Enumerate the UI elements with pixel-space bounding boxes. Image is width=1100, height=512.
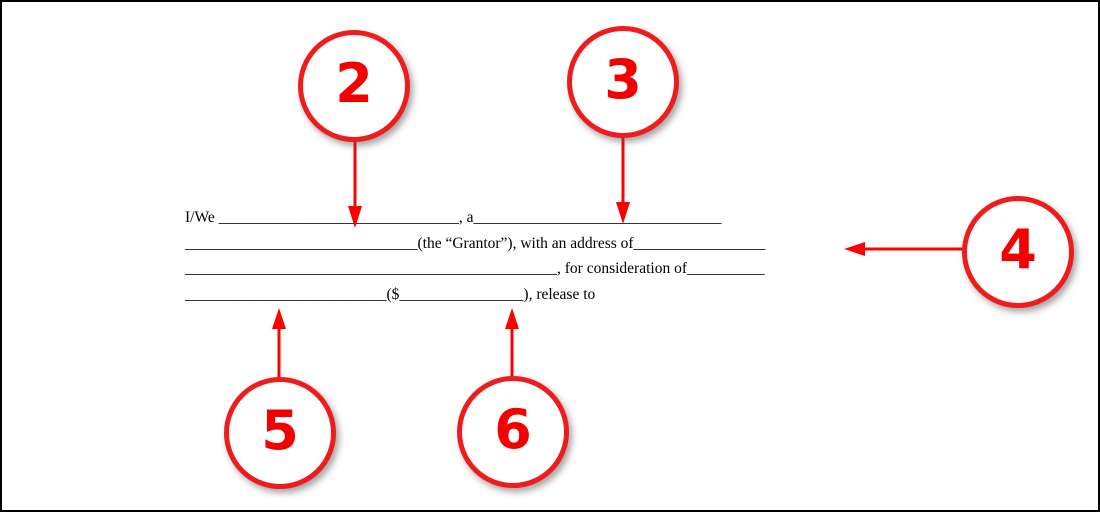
- form-line-4: __________________________($____________…: [185, 285, 596, 303]
- form-text-block: I/We _______________________________, a_…: [185, 205, 885, 307]
- callout-arrow-6: [504, 307, 520, 383]
- callout-arrow-2: [347, 138, 363, 230]
- callout-badge-5[interactable]: 5: [224, 377, 336, 489]
- callout-badge-4[interactable]: 4: [962, 196, 1074, 308]
- callout-badge-6[interactable]: 6: [457, 376, 569, 488]
- callout-number-6: 6: [494, 398, 532, 461]
- callout-number-5: 5: [261, 399, 299, 462]
- callout-arrow-5: [271, 307, 287, 383]
- callout-badge-2[interactable]: 2: [298, 30, 410, 142]
- callout-number-2: 2: [335, 52, 373, 115]
- callout-arrow-4: [842, 241, 968, 257]
- callout-number-4: 4: [999, 218, 1037, 281]
- callout-arrow-3: [615, 134, 631, 226]
- callout-number-3: 3: [604, 48, 642, 111]
- form-line-3: ________________________________________…: [185, 260, 765, 277]
- form-line-1: I/We _______________________________, a_…: [185, 209, 722, 226]
- callout-badge-3[interactable]: 3: [567, 26, 679, 138]
- form-line-2: ______________________________(the “Gran…: [185, 234, 766, 252]
